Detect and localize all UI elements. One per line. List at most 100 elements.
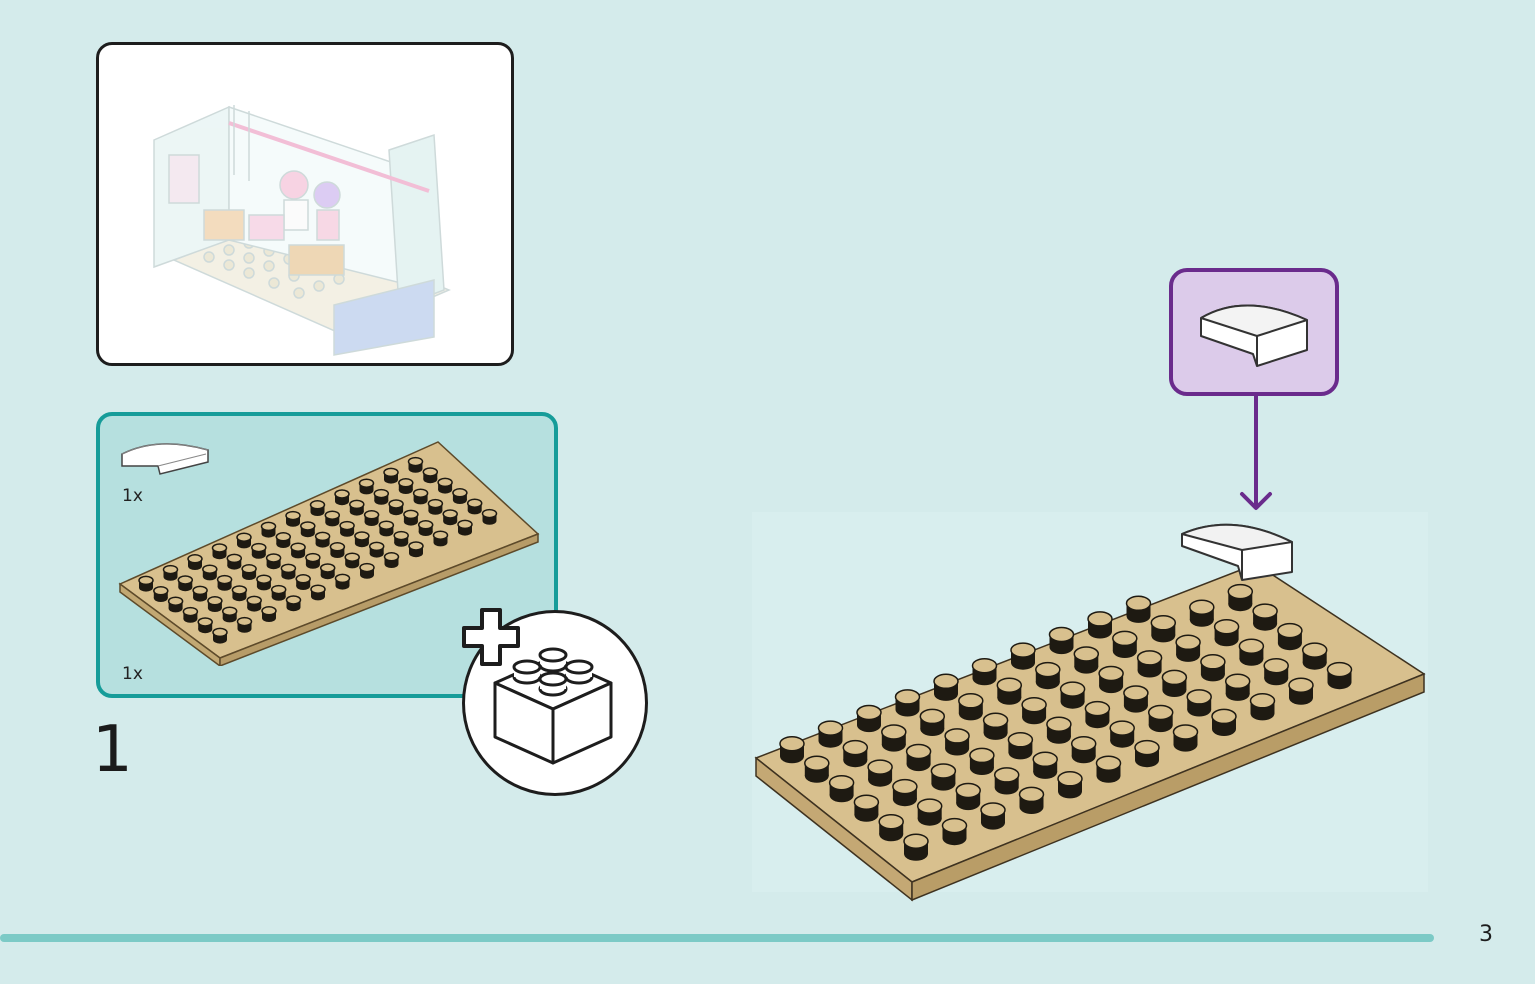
stud (944, 728, 970, 756)
stud (437, 477, 453, 494)
stud (1048, 626, 1075, 655)
stud (187, 554, 203, 570)
stud (996, 677, 1023, 705)
stud (310, 584, 326, 601)
stud (442, 509, 458, 526)
stud (153, 586, 169, 602)
stud (853, 794, 880, 822)
curved-slope-icon (121, 443, 209, 475)
stud (412, 488, 429, 505)
stud (211, 543, 228, 560)
stud (388, 499, 404, 516)
stud (236, 616, 253, 633)
stud (197, 617, 213, 634)
stud (1073, 646, 1100, 674)
stud (305, 552, 321, 569)
stud (319, 563, 336, 580)
new-brick-icon (493, 647, 613, 765)
part-quantity: 1x (122, 664, 143, 684)
stud (309, 500, 326, 516)
stud (919, 708, 946, 736)
stud (349, 499, 365, 516)
stud (817, 720, 844, 748)
stud (1200, 654, 1226, 682)
stud (1095, 755, 1122, 783)
stud (1018, 786, 1045, 814)
stud (167, 596, 184, 613)
stud (457, 519, 473, 536)
white-slope-piece (1181, 523, 1293, 581)
part-quantity: 1x (122, 486, 143, 506)
stud (779, 735, 805, 764)
stud (1134, 739, 1160, 768)
stud (892, 778, 918, 807)
stud (1098, 665, 1124, 694)
stud (344, 552, 360, 569)
stud (212, 627, 228, 644)
stud (1227, 583, 1254, 612)
stud (1087, 611, 1113, 639)
stud (280, 563, 297, 580)
stud (261, 606, 277, 622)
stud (432, 530, 449, 547)
stud (285, 510, 301, 527)
plus-icon (462, 608, 520, 666)
model-preview-illustration (153, 105, 451, 356)
stud (916, 798, 943, 826)
stud (894, 689, 921, 717)
stud (192, 585, 208, 602)
stud (373, 488, 390, 505)
stud (314, 531, 331, 548)
stud (236, 532, 252, 549)
stud (1035, 661, 1061, 690)
stud (403, 509, 419, 526)
finished-model-preview (96, 42, 514, 366)
stud (1175, 634, 1201, 662)
stud (1301, 642, 1328, 670)
stud (881, 724, 907, 752)
stud (969, 747, 995, 775)
stud (1252, 603, 1278, 631)
stud (1109, 720, 1135, 748)
stud (1123, 685, 1149, 713)
stud (1224, 673, 1251, 701)
stud (993, 767, 1020, 795)
stud (1136, 650, 1163, 678)
stud (260, 521, 277, 538)
stud (231, 585, 248, 602)
part-callout (1169, 268, 1339, 396)
stud (177, 575, 194, 592)
stud (903, 833, 929, 861)
stud (856, 704, 882, 733)
main-build-illustration (754, 523, 1426, 902)
stud (1150, 615, 1177, 643)
stud (1186, 689, 1212, 717)
stud (842, 739, 869, 768)
stud (955, 782, 981, 811)
stud (251, 542, 267, 559)
stud (246, 595, 262, 612)
stud (378, 520, 395, 537)
stud (221, 606, 238, 623)
stud (1238, 638, 1265, 666)
stud (804, 755, 830, 783)
stud (329, 542, 346, 558)
stud (408, 541, 424, 558)
stud (1161, 669, 1188, 697)
stud (300, 521, 316, 538)
stud (933, 673, 959, 701)
stud (290, 542, 306, 559)
stud (1059, 681, 1086, 709)
stud (339, 520, 355, 537)
stud (295, 574, 311, 590)
stud (358, 478, 375, 495)
stud (1010, 642, 1036, 670)
footer-divider (0, 934, 1434, 942)
stud (182, 606, 199, 623)
stud (226, 553, 243, 570)
stud (452, 488, 468, 504)
stud (1211, 708, 1237, 736)
stud (1057, 771, 1083, 799)
stud (138, 575, 154, 592)
stud (383, 467, 399, 484)
